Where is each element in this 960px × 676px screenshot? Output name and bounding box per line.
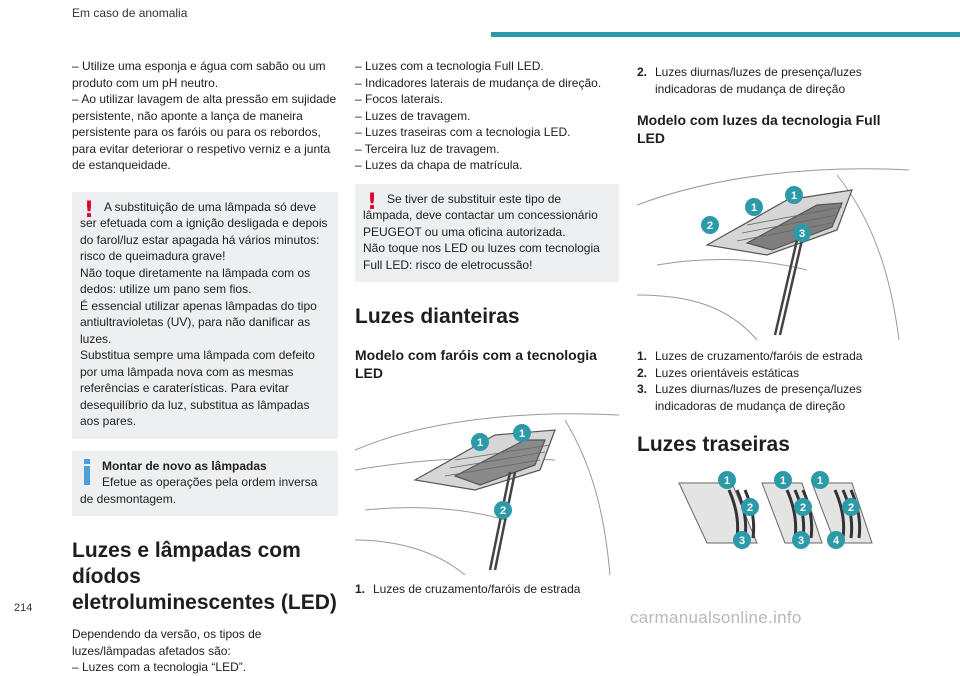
callout-label: 2 (500, 505, 506, 517)
warning-box: ! Se tiver de substituir este tipo de lâ… (355, 183, 619, 282)
paragraph: Dependendo da versão, os tipos de luzes/… (72, 627, 262, 658)
legend-text: Luzes de cruzamento/faróis de estrada (373, 582, 581, 596)
page-number: 214 (14, 602, 33, 614)
warning-text: A substituição de uma lâmpada só deve se… (80, 199, 328, 264)
callout: 2 (494, 501, 512, 519)
subsection-heading: Modelo com luzes da tecnologia Full LED (637, 112, 881, 146)
legend-item: 3. Luzes diurnas/luzes de presença/luzes … (637, 381, 909, 414)
list-item: – Utilize uma esponja e água com sabão o… (72, 59, 326, 90)
callout-label: 1 (724, 475, 730, 487)
callout: 1 (811, 471, 829, 489)
callout: 1 (718, 471, 736, 489)
warning-icon: ! (367, 189, 378, 215)
header-accent-bar (491, 32, 960, 37)
figure-legend: 1.Luzes de cruzamento/faróis de estrada … (637, 348, 909, 414)
list-item: – Terceira luz de travagem. (355, 141, 500, 156)
legend-item: 2. Luzes diurnas/luzes de presença/luzes … (637, 64, 909, 97)
callout-label: 4 (833, 535, 840, 547)
legend-item: 2. Luzes orientáveis estáticas (637, 365, 909, 382)
legend-number: 2. (637, 65, 648, 79)
rear-lamp-figure: 1 1 1 2 2 2 3 3 (637, 468, 909, 558)
led-light-strip (488, 471, 517, 571)
callout: 2 (794, 498, 812, 516)
callout: 2 (701, 216, 719, 234)
list-item: – Ao utilizar lavagem de alta pressão em… (72, 92, 337, 172)
full-led-headlamp-figure: 1 1 2 3 (637, 155, 909, 340)
callout: 1 (785, 186, 803, 204)
figure-legend: 2. Luzes diurnas/luzes de presença/luzes … (637, 64, 909, 97)
warning-text: Se tiver de substituir este tipo de lâmp… (363, 191, 598, 239)
legend-item: 1. Luzes de cruzamento/faróis de estrada (637, 348, 909, 365)
led-headlamp-figure: 1 1 2 (355, 390, 619, 575)
headlamp-detail (736, 206, 843, 242)
section-heading: Luzes traseiras (637, 433, 790, 456)
legend-number: 1. (355, 582, 366, 596)
legend-number: 1. (637, 349, 648, 363)
callout: 3 (793, 224, 811, 242)
list-item: – Luzes da chapa de matrícula. (355, 158, 523, 172)
callout: 3 (733, 531, 751, 549)
callout: 4 (827, 531, 845, 549)
legend-text: Luzes diurnas/luzes de presença/luzes in… (655, 65, 862, 96)
list-item: – Luzes com a tecnologia Full LED. (355, 59, 544, 73)
legend-item: 1. Luzes de cruzamento/faróis de estrada (355, 581, 619, 598)
warning-text: Não toque diretamente na lâmpada com os … (80, 265, 311, 297)
callout-label: 3 (798, 535, 804, 547)
callout-label: 3 (739, 535, 745, 547)
list-item: – Indicadores laterais de mudança de dir… (355, 75, 602, 90)
list-item: – Luzes traseiras com a tecnologia LED. (355, 125, 571, 139)
warning-box: ! A substituição de uma lâmpada só deve … (72, 191, 338, 439)
callout-label: 1 (780, 475, 786, 487)
section-heading: Luzes dianteiras (355, 305, 520, 328)
figure-legend: 1. Luzes de cruzamento/faróis de estrada (355, 581, 619, 598)
callout-label: 1 (751, 202, 757, 214)
warning-text: Não toque nos LED ou luzes com tecnologi… (363, 241, 600, 272)
info-icon (84, 458, 90, 485)
warning-text: É essencial utilizar apenas lâmpadas do … (80, 298, 317, 346)
callout-label: 1 (817, 475, 823, 487)
callout: 1 (745, 198, 763, 216)
callout-label: 1 (791, 190, 797, 202)
list-item: – Luzes com a tecnologia “LED”. (72, 660, 247, 674)
callout-label: 2 (707, 220, 713, 232)
callout: 2 (741, 498, 759, 516)
legend-text: Luzes de cruzamento/faróis de estrada (655, 349, 863, 363)
legend-text: Luzes diurnas/luzes de presença/luzes in… (655, 382, 862, 413)
callout: 1 (471, 433, 489, 451)
list-item: – Luzes de travagem. (355, 108, 471, 123)
callout-label: 2 (848, 502, 854, 514)
info-text: Efetue as operações pela ordem inversa d… (80, 475, 318, 506)
section-heading: Luzes e lâmpadas com díodos eletrolumine… (72, 539, 337, 614)
warning-icon: ! (84, 197, 95, 223)
led-light-strip (773, 239, 804, 336)
headlamp-body (705, 189, 853, 256)
callout: 3 (792, 531, 810, 549)
legend-number: 2. (637, 365, 648, 380)
subsection-heading: Modelo com faróis com a tecnologia LED (355, 347, 597, 381)
callout-label: 1 (519, 428, 525, 440)
callout: 1 (513, 424, 531, 442)
callout-label: 1 (477, 437, 483, 449)
legend-text: Luzes orientáveis estáticas (655, 365, 800, 380)
column-left: – Utilize uma esponja e água com sabão o… (72, 58, 338, 676)
info-box: Montar de novo as lâmpadas Efetue as ope… (72, 450, 338, 516)
column-middle: – Luzes com a tecnologia Full LED. – Ind… (355, 58, 619, 598)
legend-number: 3. (637, 382, 648, 396)
callout: 2 (842, 498, 860, 516)
headlamp-detail (444, 444, 551, 477)
warning-text: Substitua sempre uma lâmpada com defeito… (80, 348, 315, 428)
callout-label: 2 (747, 502, 753, 514)
callout-label: 3 (799, 228, 805, 240)
info-title: Montar de novo as lâmpadas (102, 458, 267, 473)
watermark: carmanualsonline.info (630, 608, 802, 627)
column-right: 2. Luzes diurnas/luzes de presença/luzes … (637, 58, 909, 558)
callout-label: 2 (800, 502, 806, 514)
running-header: Em caso de anomalia (72, 6, 188, 20)
callout: 1 (774, 471, 792, 489)
list-item: – Focos laterais. (355, 92, 444, 106)
